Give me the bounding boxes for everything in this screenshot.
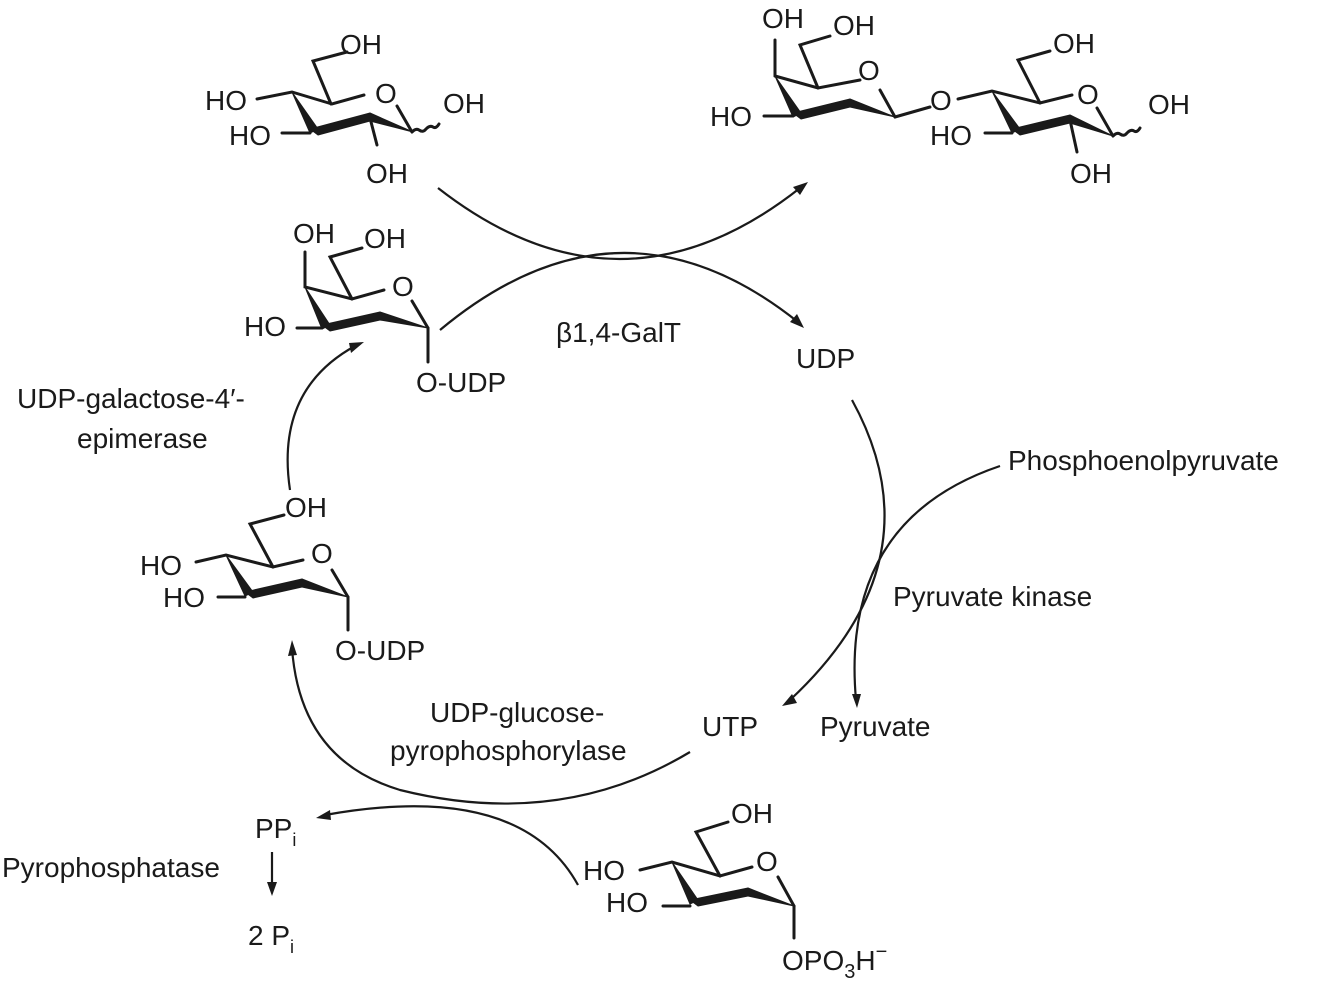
ring-oxygen: O: [756, 846, 778, 877]
ring-oxygen: O: [1077, 79, 1099, 110]
wedge-bond: [747, 887, 795, 907]
bond: [368, 116, 379, 147]
pyruvate-label: Pyruvate: [820, 711, 931, 742]
bond: [893, 105, 932, 119]
atom-label: HO: [140, 550, 182, 581]
ring-oxygen: O: [375, 78, 397, 109]
ring-oxygen: O: [858, 55, 880, 86]
bond: [1068, 118, 1079, 154]
bond: [776, 875, 796, 908]
wedge-bond: [1011, 114, 1071, 136]
ring-oxygen: O: [392, 271, 414, 302]
utp-to-udpglc-arrow: [290, 647, 691, 805]
udpgal-to-udp-arrow: [439, 251, 799, 331]
arrowhead: [790, 314, 804, 328]
wedge-bond: [689, 887, 749, 907]
bond: [1095, 106, 1115, 138]
atom-label: OH: [731, 798, 773, 829]
atom-label: OH: [1070, 158, 1112, 189]
bond: [956, 89, 1074, 105]
atom-label: OH: [443, 88, 485, 119]
glc1p-to-ppi-arrow: [324, 805, 579, 886]
bond: [255, 90, 366, 106]
atom-label: HO: [205, 85, 247, 116]
bond: [797, 34, 832, 90]
enzyme-pyrophosphatase-label: Pyrophosphatase: [2, 852, 220, 883]
atom-label: HO: [710, 101, 752, 132]
arrowhead: [852, 694, 861, 708]
atom-label: OH: [762, 3, 804, 34]
atom-label: HO: [244, 311, 286, 342]
bond: [327, 246, 364, 301]
bond: [310, 50, 349, 106]
arrowhead: [782, 694, 797, 706]
glucose-to-lactose-arrow: [437, 187, 801, 260]
ring-oxygen: O: [311, 538, 333, 569]
bond: [330, 568, 350, 599]
atom-label: OH: [285, 492, 327, 523]
wavy-bond: [410, 122, 441, 134]
atom-label: OH: [340, 29, 382, 60]
enzyme-galt-label: β1,4-GalT: [556, 317, 681, 348]
wavy-bond: [1111, 126, 1142, 138]
enzyme-udpglc-ppase-label-1: UDP-glucose-: [430, 697, 604, 728]
atom-label: HO: [229, 120, 271, 151]
bond: [194, 553, 305, 569]
arrowhead: [316, 810, 331, 820]
udp-to-utp-arrow: [789, 399, 886, 701]
wedge-bond: [309, 112, 371, 136]
udp-label: UDP: [796, 343, 855, 374]
bond: [638, 860, 754, 878]
lactose-structure: OH OH O HO O OH O OH HO OH: [710, 3, 1190, 189]
atom-label: HO: [606, 887, 648, 918]
atom-label: OH: [366, 158, 408, 189]
bond: [878, 88, 897, 119]
glycosidic-oxygen: O: [930, 85, 952, 116]
atom-label: OH: [1053, 28, 1095, 59]
atom-label: OH: [833, 10, 875, 41]
arrowhead: [349, 342, 364, 353]
bond: [410, 299, 430, 330]
glucose-1-phosphate-structure: OH O HO HO OPO3H−: [583, 798, 887, 983]
udp-galactose-structure: OH OH O HO O-UDP: [244, 218, 506, 398]
bond: [1015, 49, 1052, 105]
wedge-bond: [849, 98, 896, 118]
pi-label: 2 Pi: [248, 920, 294, 957]
phosphate-label: OPO3H−: [782, 941, 887, 983]
wedge-bond: [379, 311, 429, 329]
enzyme-udpglc-ppase-label-2: pyrophosphorylase: [390, 735, 627, 766]
arrowhead: [267, 882, 277, 896]
wedge-bond: [244, 578, 303, 599]
atom-label: OH: [1148, 89, 1190, 120]
udpglc-to-udpgal-arrow: [286, 345, 356, 491]
atom-label: OH: [364, 223, 406, 254]
atom-label: OH: [293, 218, 335, 249]
ppi-label: PPi: [255, 813, 296, 850]
udp-glucose-structure: OH O HO HO O-UDP: [140, 492, 425, 666]
utp-label: UTP: [702, 711, 758, 742]
arrowhead: [793, 182, 808, 195]
udp-label: O-UDP: [416, 367, 506, 398]
bond: [247, 513, 286, 569]
wedge-bond: [792, 98, 851, 120]
wedge-bond: [321, 311, 381, 332]
atom-label: HO: [930, 120, 972, 151]
udp-label: O-UDP: [335, 635, 425, 666]
atom-label: HO: [163, 582, 205, 613]
bond: [693, 820, 730, 878]
atom-label: HO: [583, 855, 625, 886]
glucose-structure: OH O HO OH HO OH: [205, 29, 485, 189]
enzyme-epimerase-label-2: epimerase: [77, 423, 208, 454]
bond: [395, 104, 414, 134]
pep-to-pyruvate-arrow: [853, 464, 1001, 701]
arrowhead: [288, 640, 297, 656]
enzyme-pyruvate-kinase-label: Pyruvate kinase: [893, 581, 1092, 612]
enzyme-epimerase-label-1: UDP-galactose-4′-: [17, 383, 245, 414]
pep-label: Phosphoenolpyruvate: [1008, 445, 1279, 476]
bond: [303, 250, 386, 301]
wedge-bond: [301, 578, 349, 598]
